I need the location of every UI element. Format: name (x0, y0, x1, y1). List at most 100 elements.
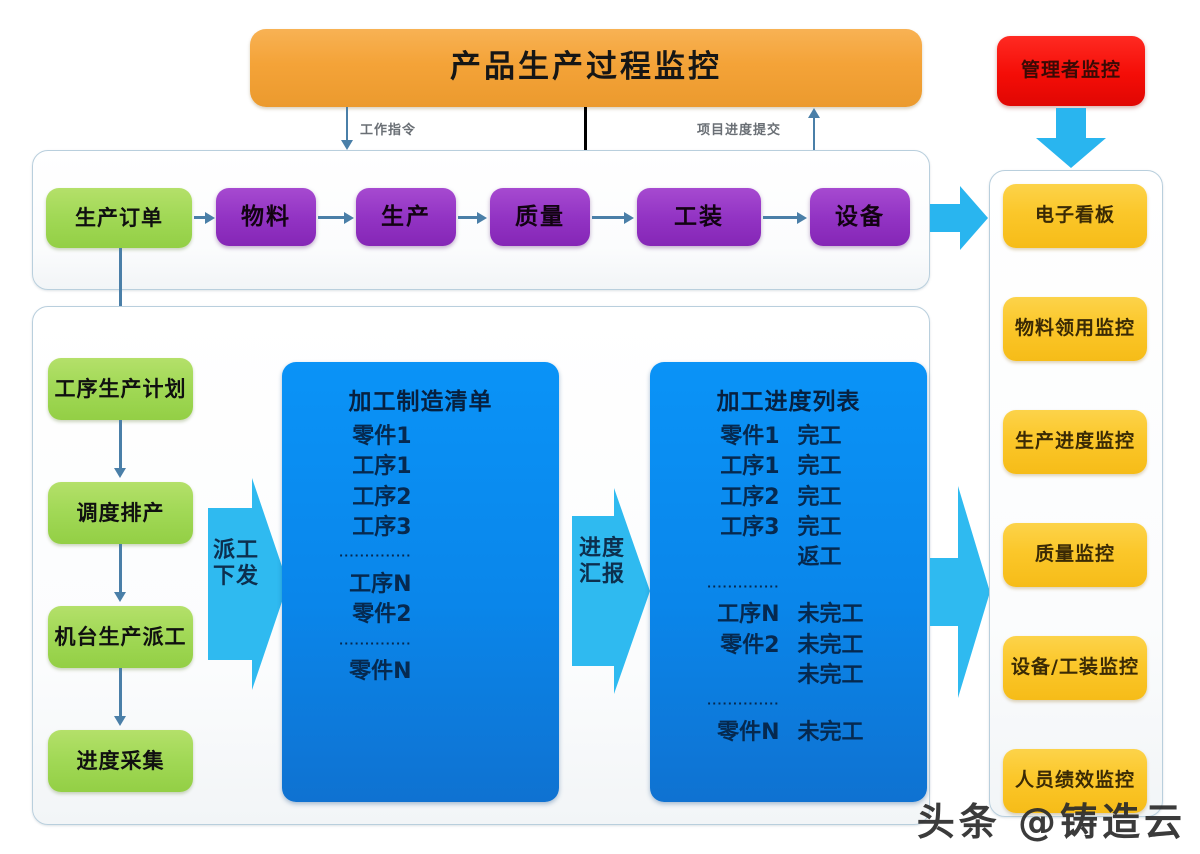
node-progress-collect: 进度采集 (48, 730, 193, 792)
list-item: 零件N (282, 657, 559, 687)
progress-list-rows: 零件1 完工 工序1 完工 工序2 完工 工序3 完工 返工 ·········… (650, 422, 927, 748)
node-material: 物料 (216, 188, 316, 246)
row-name: ·············· (338, 636, 412, 650)
monitor-item-personnel[interactable]: 人员绩效监控 (1003, 749, 1147, 813)
row-status (412, 483, 548, 513)
row-name: 零件N (717, 719, 780, 745)
row-name (662, 543, 780, 573)
table-row: 工序3 完工 (650, 513, 927, 543)
monitor-item-quality[interactable]: 质量监控 (1003, 523, 1147, 587)
table-row: 返工 (650, 543, 927, 573)
node-tooling-label: 工装 (674, 203, 724, 230)
flow-arrow-2-head (344, 212, 354, 224)
table-row-separator: ·············· (650, 574, 927, 600)
report-label-line1: 进度 (578, 536, 625, 561)
dispatch-arrow (200, 478, 290, 690)
row-name: 工序2 (352, 484, 412, 510)
row-name: 工序3 (720, 515, 780, 541)
node-progress-collect-label: 进度采集 (76, 748, 165, 773)
table-row: 工序1 完工 (650, 452, 927, 482)
header-up-label: 项目进度提交 (697, 123, 782, 138)
row-status: 完工 (797, 454, 842, 480)
dispatch-label-line2: 下发 (212, 564, 259, 590)
node-production-order: 生产订单 (46, 188, 192, 248)
manager-monitor-label: 管理者监控 (1020, 59, 1121, 82)
row-name: ·············· (706, 697, 780, 711)
node-equipment: 设备 (810, 188, 910, 246)
node-quality: 质量 (490, 188, 590, 246)
report-label-line2: 汇报 (578, 562, 625, 588)
table-row-separator: ·············· (650, 691, 927, 717)
watermark: 头条 @铸造云 (916, 800, 1186, 844)
flow-arrow-1-head (205, 212, 215, 224)
manufacture-list-rows: 零件1 工序1 工序2 工序3 ·············· 工序N (282, 422, 559, 687)
row-name: 零件1 (352, 424, 412, 449)
header-title: 产品生产过程监控 (450, 49, 722, 86)
node-production-label: 生产 (381, 203, 431, 230)
monitor-panel-frame (989, 170, 1163, 817)
table-row: 零件N 未完工 (650, 718, 927, 748)
manager-monitor-box: 管理者监控 (997, 36, 1145, 106)
header-up-arrowhead (808, 108, 820, 118)
row-status (412, 543, 548, 569)
monitor-item-label: 电子看板 (1034, 204, 1115, 227)
node-scheduling: 调度排产 (48, 482, 193, 544)
dispatch-arrow-label: 派工 下发 (205, 538, 267, 591)
node-equipment-label: 设备 (835, 203, 885, 230)
list-item: 零件2 (282, 600, 559, 630)
green-arrowhead-1 (114, 468, 126, 478)
topflow-to-panel-arrow (930, 182, 992, 254)
row-name: 工序3 (352, 515, 412, 541)
row-name: 工序N (717, 602, 780, 628)
monitor-item-label: 物料领用监控 (1014, 317, 1135, 340)
monitor-item-material[interactable]: 物料领用监控 (1003, 297, 1147, 361)
row-status (412, 570, 548, 600)
row-name: 零件N (349, 658, 412, 684)
header-down-connector (346, 107, 348, 145)
monitor-item-label: 质量监控 (1034, 543, 1115, 566)
node-process-plan-label: 工序生产计划 (54, 376, 187, 401)
row-status: 完工 (797, 424, 842, 449)
row-status: 未完工 (797, 602, 864, 628)
node-machine-dispatch: 机台生产派工 (48, 606, 193, 668)
list-item-separator: ·············· (282, 543, 559, 569)
row-status (780, 574, 916, 600)
node-machine-dispatch-label: 机台生产派工 (54, 624, 187, 649)
list-item-separator: ·············· (282, 631, 559, 657)
list-item: 工序3 (282, 513, 559, 543)
flow-arrow-5-line (763, 216, 798, 219)
dispatch-label-line1: 派工 (212, 538, 259, 563)
row-name: 工序2 (720, 484, 780, 510)
node-production: 生产 (356, 188, 456, 246)
list-item: 零件1 (282, 422, 559, 452)
row-status (412, 631, 548, 657)
node-material-label: 物料 (241, 203, 291, 230)
table-row: 零件1 完工 (650, 422, 927, 452)
row-status (412, 452, 548, 482)
execution-to-panel-arrow (930, 486, 992, 698)
flow-arrow-1-line (194, 216, 208, 219)
monitor-item-progress[interactable]: 生产进度监控 (1003, 410, 1147, 474)
monitor-item-label: 设备/工装监控 (1011, 656, 1139, 679)
progress-list-panel: 加工进度列表 零件1 完工 工序1 完工 工序2 完工 工序3 完工 返工 (650, 362, 927, 802)
row-status: 完工 (797, 515, 842, 541)
monitor-item-label: 生产进度监控 (1014, 430, 1135, 453)
row-status (412, 422, 548, 452)
monitor-item-equipment-tooling[interactable]: 设备/工装监控 (1003, 636, 1147, 700)
list-item: 工序1 (282, 452, 559, 482)
flow-arrow-5-head (797, 212, 807, 224)
node-production-order-label: 生产订单 (75, 205, 163, 230)
header-down-arrowhead (341, 140, 353, 150)
table-row: 工序2 完工 (650, 483, 927, 513)
row-name: 工序1 (720, 454, 780, 480)
row-status: 未完工 (797, 719, 864, 745)
progress-list-title: 加工进度列表 (716, 389, 861, 415)
node-process-plan: 工序生产计划 (48, 358, 193, 420)
flow-arrow-4-line (592, 216, 625, 219)
row-status: 未完工 (797, 662, 864, 688)
table-row: 未完工 (650, 661, 927, 691)
monitor-item-dashboard[interactable]: 电子看板 (1003, 184, 1147, 248)
list-item: 工序2 (282, 483, 559, 513)
row-name: 工序N (349, 571, 412, 597)
table-row: 零件2 未完工 (650, 631, 927, 661)
